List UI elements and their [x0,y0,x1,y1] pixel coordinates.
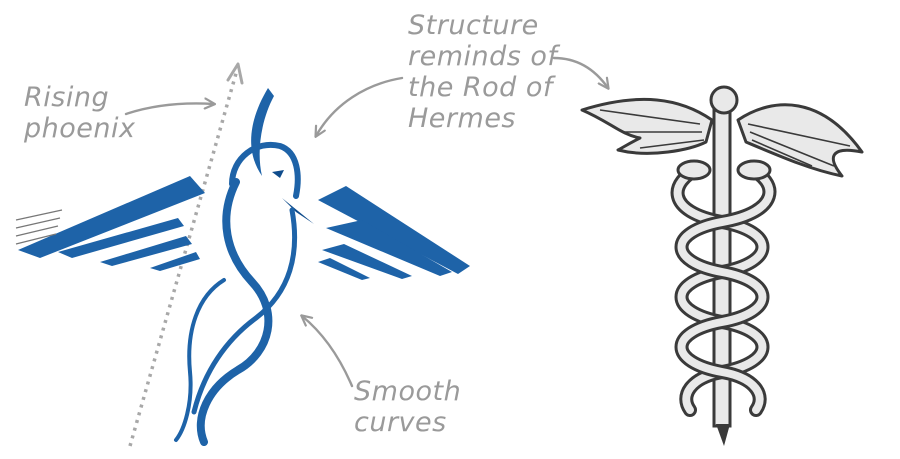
arrow-structure-to-caduceus [552,56,608,88]
annotation-structure-line-3: the Rod of [408,72,553,103]
phoenix-beak [282,198,314,224]
phoenix-eye [272,170,284,178]
phoenix-tail-curve [174,278,226,442]
right-wing-feather-3 [318,258,370,280]
arrow-rising-to-axis [124,103,214,116]
phoenix-body-curve [196,178,273,446]
phoenix-body-curve-inner [191,207,298,415]
left-wing-lines-icon [15,209,63,245]
annotation-rising-line-1: Rising [24,82,110,113]
annotation-rising-phoenix: Rising phoenix [24,82,135,144]
phoenix-crest [251,88,274,176]
annotation-structure-line-2: reminds of [408,41,558,72]
rising-axis-arrowhead [226,62,244,85]
phoenix-logo [15,62,470,447]
annotation-rod-of-hermes: Structure reminds of the Rod of Hermes [408,10,557,134]
caduceus-left-wing [580,97,714,155]
rising-axis-line [128,69,239,447]
caduceus-right-wing-feathers [747,123,851,167]
left-wing-feather-1 [58,218,184,258]
right-wing-feather-1 [326,220,452,276]
caduceus-right-wing [736,103,864,178]
arrow-smooth-to-curves [302,316,354,388]
caduceus-orb [709,85,739,115]
phoenix-head [229,141,301,199]
caduceus-illustration [580,85,864,446]
left-wing-feather-3 [150,252,200,271]
arrow-structure-to-phoenix [316,76,404,136]
caduceus-snake-right-fill [677,164,774,414]
caduceus-snake-head-left [676,159,712,181]
caduceus-staff-tip [716,424,730,446]
right-wing [318,186,470,274]
caduceus-snake-head-right [736,159,772,181]
right-wing-feather-2 [322,244,412,279]
annotation-smooth-line-2: curves [354,407,447,438]
annotation-structure-line-4: Hermes [408,103,516,134]
left-wing-feather-2 [100,236,192,266]
annotation-smooth-line-1: Smooth [354,376,462,407]
annotation-rising-line-2: phoenix [24,113,136,144]
annotation-structure-line-1: Structure [408,10,539,41]
annotation-smooth-curves: Smooth curves [354,376,461,438]
left-wing [18,176,205,258]
caduceus-left-wing-feathers [599,109,705,149]
